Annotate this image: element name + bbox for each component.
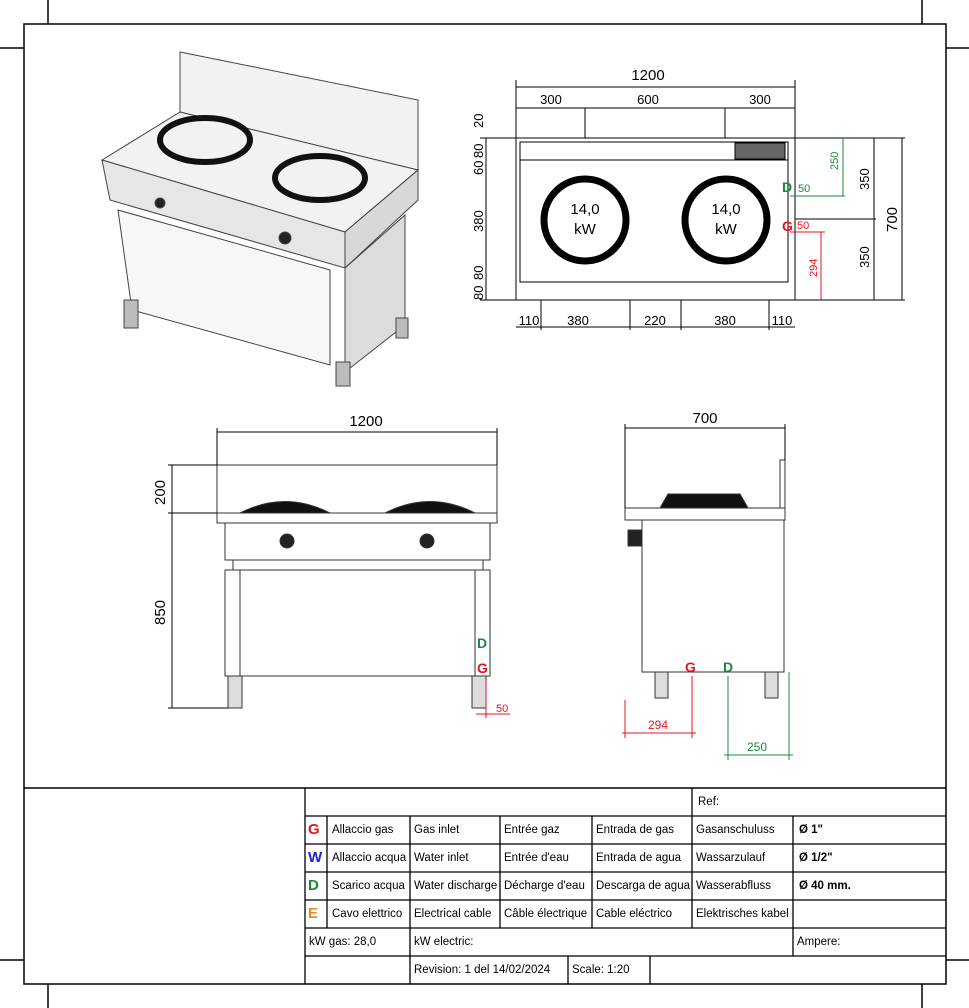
- gas-marker: G: [685, 659, 696, 675]
- gas-marker: G: [477, 660, 488, 676]
- dim-left-seg: 80: [471, 286, 486, 300]
- size: Ø 1/2": [799, 852, 833, 864]
- kw-electric: kW electric:: [414, 936, 474, 948]
- front-width: 1200: [349, 413, 382, 430]
- side-view-labels: 700 G D 294 250: [648, 410, 767, 754]
- water-symbol: W: [308, 849, 323, 866]
- gas-marker: G: [782, 218, 793, 234]
- label-es: Entrada de gas: [596, 824, 675, 836]
- dim-top-seg: 300: [749, 92, 771, 107]
- label-es: Cable eléctrico: [596, 908, 673, 920]
- front-view-labels: 1200 200 850 D G 50: [152, 413, 508, 715]
- label-de: Gasanschuluss: [696, 824, 775, 836]
- dim-depth-half: 350: [857, 168, 872, 190]
- label-en: Gas inlet: [414, 824, 460, 836]
- size: Ø 1": [799, 824, 823, 836]
- dim-left-seg: 20: [471, 114, 486, 128]
- gas-symbol: G: [308, 821, 320, 838]
- drain-symbol: D: [308, 877, 319, 894]
- label-it: Allaccio acqua: [332, 852, 407, 864]
- drain-marker: D: [723, 659, 733, 675]
- label-de: Wasserabfluss: [696, 880, 771, 892]
- dim-top-seg: 600: [637, 92, 659, 107]
- drain-marker: D: [782, 179, 792, 195]
- size: Ø 40 mm.: [799, 880, 851, 892]
- burner-unit: kW: [574, 221, 597, 238]
- label-de: Elektrisches kabel: [696, 908, 789, 920]
- burner-power: 14,0: [711, 201, 740, 218]
- gas-depth: 294: [808, 259, 820, 277]
- dim-bottom-seg: 380: [714, 313, 736, 328]
- label-de: Wassarzulauf: [696, 852, 766, 864]
- ref-label: Ref:: [698, 796, 720, 808]
- dim-depth-half: 350: [857, 246, 872, 268]
- dim-left-seg: 60: [471, 161, 486, 175]
- gas-depth: 294: [648, 718, 668, 732]
- label-en: Water discharge: [414, 880, 498, 892]
- label-fr: Câble électrique: [504, 908, 588, 920]
- dim-top-width: 1200: [631, 67, 664, 84]
- label-it: Cavo elettrico: [332, 908, 403, 920]
- gas-offset: 50: [496, 703, 508, 715]
- label-fr: Décharge d'eau: [504, 880, 585, 892]
- dim-depth: 700: [884, 207, 901, 232]
- side-depth: 700: [692, 410, 717, 427]
- title-block-grid: [304, 788, 946, 984]
- label-it: Scarico acqua: [332, 880, 405, 892]
- label-es: Entrada de agua: [596, 852, 682, 864]
- dim-left-seg: 80: [471, 266, 486, 280]
- burner-power: 14,0: [570, 201, 599, 218]
- body-height: 850: [152, 600, 169, 625]
- electric-symbol: E: [308, 905, 319, 922]
- dim-bottom-seg: 110: [519, 313, 540, 328]
- side-view: [622, 424, 793, 760]
- label-en: Electrical cable: [414, 908, 492, 920]
- burner-unit: kW: [715, 221, 738, 238]
- top-view-labels: 1200 300 600 300 110 380 220 380 110 20 …: [471, 67, 901, 328]
- top-view: [480, 80, 905, 330]
- front-view: [168, 428, 510, 718]
- label-it: Allaccio gas: [332, 824, 394, 836]
- drain-offset: 50: [798, 183, 810, 195]
- dim-bottom-seg: 380: [567, 313, 589, 328]
- dim-left-seg: 80: [471, 144, 486, 158]
- drain-depth: 250: [747, 740, 767, 754]
- ampere: Ampere:: [797, 936, 841, 948]
- isometric-view: [100, 51, 420, 387]
- scale: Scale: 1:20: [572, 964, 630, 976]
- drain-marker: D: [477, 635, 487, 651]
- dim-top-seg: 300: [540, 92, 562, 107]
- gas-offset: 50: [797, 220, 809, 232]
- label-en: Water inlet: [414, 852, 469, 864]
- revision: Revision: 1 del 14/02/2024: [414, 964, 551, 976]
- label-fr: Entrée gaz: [504, 824, 560, 836]
- label-fr: Entrée d'eau: [504, 852, 569, 864]
- dim-bottom-seg: 110: [772, 313, 793, 328]
- kw-gas: kW gas: 28,0: [309, 936, 377, 948]
- dim-left-seg: 380: [471, 210, 486, 232]
- dim-bottom-seg: 220: [644, 313, 666, 328]
- drain-depth: 250: [829, 152, 841, 170]
- label-es: Descarga de agua: [596, 880, 690, 892]
- backsplash-height: 200: [152, 480, 169, 505]
